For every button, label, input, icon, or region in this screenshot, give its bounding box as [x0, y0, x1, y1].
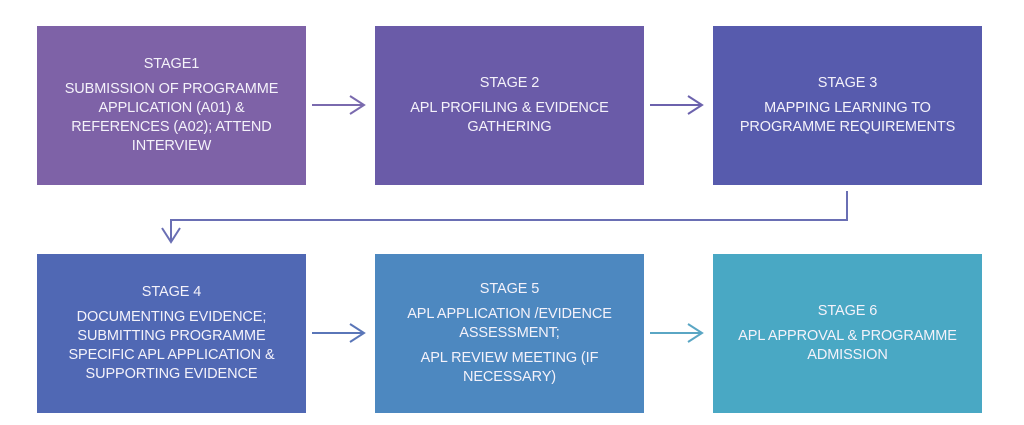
arrow-stage3-to-stage4 [161, 191, 848, 244]
stage-description: APL REVIEW MEETING (IF NECESSARY) [421, 349, 599, 387]
stage-description-line: NECESSARY) [462, 369, 556, 385]
stage-description-line: APL REVIEW MEETING (IF [420, 350, 599, 366]
stage-description-line: APL APPROVAL & PROGRAMME [738, 328, 957, 344]
stage-title: STAGE 2 [479, 75, 540, 91]
stage-description-line: ASSESSMENT; [459, 325, 560, 341]
arrow-stage2-to-stage3 [650, 95, 704, 115]
stage-description: SUBMISSION OF PROGRAMME APPLICATION (A01)… [65, 80, 279, 156]
stage-4-box: STAGE 4 DOCUMENTING EVIDENCE; SUBMITTING P… [37, 254, 306, 413]
stage-description-line: INTERVIEW [131, 138, 212, 154]
stage-description-line: GATHERING [467, 119, 552, 135]
arrow-stage5-to-stage6 [650, 323, 704, 343]
stage-description: DOCUMENTING EVIDENCE; SUBMITTING PROGRAMM… [68, 308, 274, 384]
stage-description-line: APPLICATION (A01) & [98, 100, 245, 116]
stage-title: STAGE 6 [817, 303, 878, 319]
stage-description: MAPPING LEARNING TO PROGRAMME REQUIREMENT… [740, 99, 955, 137]
stage-description-line: SUBMISSION OF PROGRAMME [64, 81, 279, 97]
stage-description-line: APL PROFILING & EVIDENCE [410, 100, 609, 116]
stage-title: STAGE 4 [141, 284, 202, 300]
stage-title: STAGE1 [143, 56, 200, 72]
stage-description-line: APL APPLICATION /EVIDENCE [407, 306, 612, 322]
arrow-stage4-to-stage5 [312, 323, 366, 343]
stage-title: STAGE 3 [817, 75, 878, 91]
stage-description: APL APPROVAL & PROGRAMME ADMISSION [738, 327, 957, 365]
stage-description: APL APPLICATION /EVIDENCE ASSESSMENT; [407, 305, 612, 343]
arrow-stage1-to-stage2 [312, 95, 366, 115]
stage-description-line: MAPPING LEARNING TO [764, 100, 931, 116]
stage-2-box: STAGE 2 APL PROFILING & EVIDENCE GATHERING [375, 26, 644, 185]
stage-description-line: SUBMITTING PROGRAMME [77, 328, 266, 344]
stage-title: STAGE 5 [479, 281, 540, 297]
stage-description-line: ADMISSION [807, 347, 888, 363]
stage-description-line: SUPPORTING EVIDENCE [85, 366, 258, 382]
stage-description-line: REFERENCES (A02); ATTEND [71, 119, 272, 135]
stage-description-line: PROGRAMME REQUIREMENTS [739, 119, 956, 135]
stage-description-line: DOCUMENTING EVIDENCE; [76, 309, 267, 325]
stage-description: APL PROFILING & EVIDENCE GATHERING [410, 99, 609, 137]
stage-3-box: STAGE 3 MAPPING LEARNING TO PROGRAMME REQU… [713, 26, 982, 185]
stage-6-box: STAGE 6 APL APPROVAL & PROGRAMME ADMISSION [713, 254, 982, 413]
stage-description-line: SPECIFIC APL APPLICATION & [68, 347, 275, 363]
stage-5-box: STAGE 5 APL APPLICATION /EVIDENCE ASSESSME… [375, 254, 644, 413]
